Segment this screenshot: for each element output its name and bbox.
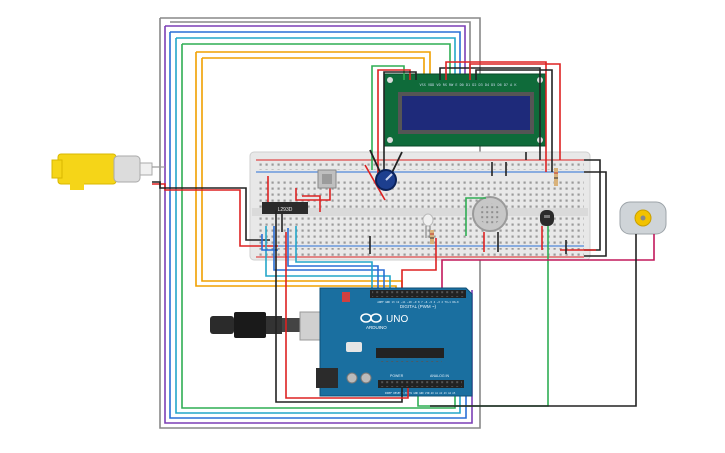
dc-motor [619, 201, 667, 235]
arduino-uno-board: DIGITAL (PWM ~) AREF GND 13 12 ~11 ~10 ~… [316, 287, 473, 397]
chip-wires [261, 172, 391, 296]
analog-pin-labels: IOREF RESET 3.3V 5V GND GND VIN A0 A1 A2… [385, 392, 456, 395]
usb-cable [210, 311, 339, 341]
arduino-brand: ARDUINO [366, 325, 387, 330]
lcd-pin-labels: VSS VDD V0 RS RW E D0 D1 D2 D3 D4 D5 D6 … [420, 83, 518, 87]
digital-header-label: DIGITAL (PWM ~) [400, 304, 437, 309]
lcd-screen [402, 96, 530, 130]
analog-label: ANALOG IN [430, 374, 450, 378]
arduino-bottom-wires [275, 210, 409, 403]
digital-pin-labels: AREF GND 13 12 ~11 ~10 ~9 8 7 ~6 ~5 4 ~3… [377, 300, 459, 304]
temperature-sensor [540, 210, 554, 226]
power-label: POWER [390, 374, 404, 378]
power-jack [316, 368, 338, 388]
push-button [317, 169, 337, 189]
arduino-logo-icon [360, 313, 382, 323]
gear-motor [51, 153, 165, 190]
lcd-wires [371, 61, 561, 175]
resistor-right [554, 168, 558, 186]
chip-label: L293D [278, 207, 293, 213]
potentiometer [364, 149, 403, 201]
led [422, 213, 434, 238]
lcd-display: VSS VDD V0 RS RW E D0 D1 D2 D3 D4 D5 D6 … [383, 73, 547, 147]
resistor-led [430, 230, 434, 244]
gas-sensor [472, 196, 508, 232]
atmega-chip [376, 348, 444, 358]
motor-driver-chip: L293D [262, 202, 308, 214]
arduino-model: UNO [386, 314, 408, 325]
